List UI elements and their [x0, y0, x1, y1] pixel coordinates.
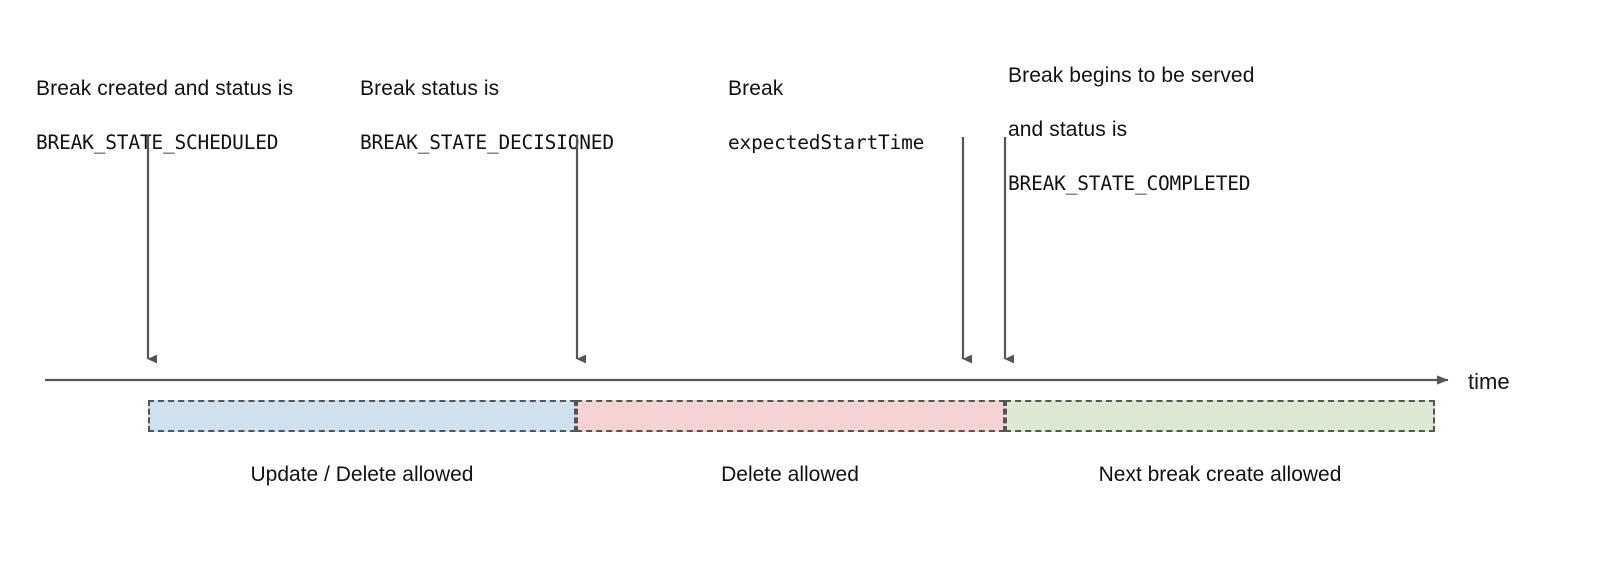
annotation-line-code: BREAK_STATE_SCHEDULED: [36, 131, 279, 154]
annotation-break-decisioned: Break status is BREAK_STATE_DECISIONED: [360, 48, 660, 183]
segment-next-break-create-allowed: [1005, 400, 1435, 432]
caption-delete-allowed: Delete allowed: [721, 463, 859, 486]
caption-update-delete-allowed: Update / Delete allowed: [250, 463, 474, 486]
annotation-line: Break: [728, 77, 784, 100]
annotation-break-scheduled: Break created and status is BREAK_STATE_…: [36, 48, 366, 183]
segment-update-delete-allowed: [148, 400, 576, 432]
annotation-line: Break status is: [360, 77, 500, 100]
annotation-line-code: BREAK_STATE_DECISIONED: [360, 131, 614, 154]
annotation-line-code: BREAK_STATE_COMPLETED: [1008, 172, 1251, 195]
annotation-break-expected-start-time: Break expectedStartTime: [728, 48, 968, 183]
time-axis-label: time: [1468, 369, 1510, 394]
caption-next-break-create-allowed: Next break create allowed: [1098, 463, 1342, 486]
annotation-break-completed: Break begins to be served and status is …: [1008, 35, 1328, 224]
annotation-line: and status is: [1008, 118, 1128, 141]
annotation-line: Break created and status is: [36, 77, 294, 100]
annotation-line-code: expectedStartTime: [728, 131, 925, 154]
annotation-line: Break begins to be served: [1008, 64, 1255, 87]
segment-delete-allowed: [576, 400, 1005, 432]
